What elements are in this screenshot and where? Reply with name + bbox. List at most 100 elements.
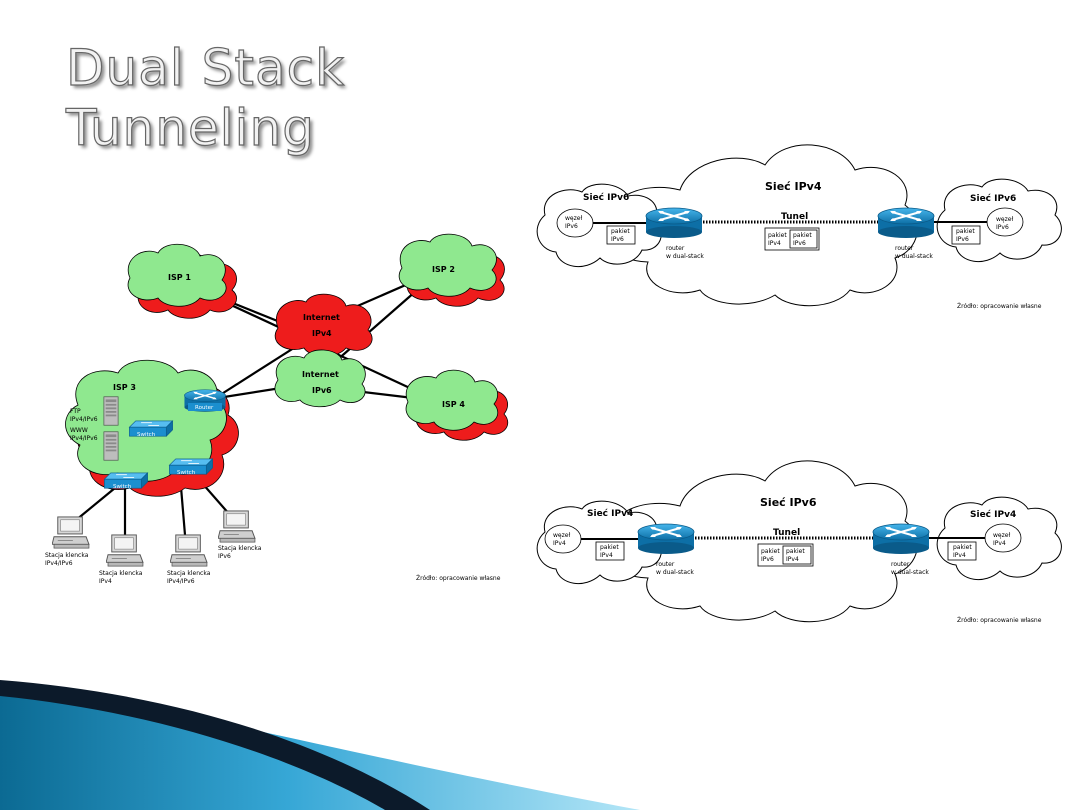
bottom-packet-left — [595, 541, 625, 561]
top-router-left-line1: router — [666, 245, 685, 252]
bottom-left-node-line2: IPv4 — [553, 540, 566, 547]
switch-1: Switch — [128, 420, 174, 438]
isp2-cloud: ISP 2 — [398, 233, 505, 307]
top-left-net-label: Sieć IPv6 — [583, 192, 629, 203]
slide-title: Dual Stack Tunneling — [65, 38, 346, 158]
router-label: Router — [195, 405, 214, 411]
top-left-node-line1: węzeł — [565, 215, 582, 222]
www-server-icon — [103, 431, 119, 461]
top-right-net-label: Sieć IPv6 — [970, 193, 1016, 204]
internet-ipv4-line1: Internet — [303, 313, 340, 322]
ftp-label-line1: FTP — [70, 408, 81, 415]
www-label-line2: IPv4/IPv6 — [70, 435, 98, 442]
bottom-left-router-icon — [637, 523, 695, 554]
client2-line1: Stacja klencka — [99, 570, 143, 577]
bottom-router-right-line1: router — [891, 561, 910, 568]
top-router-left-line2: w dual-stack — [666, 253, 704, 260]
client-pc-3-icon — [170, 534, 208, 567]
bottom-inner-packet-line2: IPv4 — [786, 556, 799, 563]
top-outer-packet-line2: IPv4 — [768, 240, 781, 247]
client2-line2: IPv4 — [99, 578, 112, 585]
switch-3: Switch — [103, 472, 149, 490]
top-outer-packet-line1: pakiet — [768, 232, 787, 239]
top-packet-right-line1: pakiet — [956, 228, 975, 235]
bottom-router-left-line1: router — [656, 561, 675, 568]
client3-line2: IPv4/IPv6 — [167, 578, 195, 585]
top-right-router-icon — [877, 207, 935, 238]
client4-line2: IPv6 — [218, 553, 231, 560]
top-right-node-line2: IPv6 — [996, 224, 1009, 231]
client-pc-1-icon — [52, 516, 90, 549]
client-pc-2-icon — [106, 534, 144, 567]
top-left-node-line2: IPv6 — [565, 223, 578, 230]
bottom-inner-packet — [782, 545, 812, 565]
internet-ipv6-cloud: Internet IPv6 — [274, 349, 366, 408]
tunnel-diagram-bottom: Sieć IPv6 Sieć IPv4 Sieć IPv4 węzeł IPv4… — [536, 460, 1062, 624]
top-packet-right — [951, 225, 981, 245]
ftp-server-icon — [103, 396, 119, 426]
client4-line1: Stacja klencka — [218, 545, 262, 552]
top-packet-left-line2: IPv6 — [611, 236, 624, 243]
isp4-cloud: ISP 4 — [405, 369, 509, 441]
client3-line1: Stacja klencka — [167, 570, 211, 577]
top-center-net-label: Sieć IPv4 — [765, 180, 822, 193]
top-inner-packet-line1: pakiet — [793, 232, 812, 239]
top-inner-packet-line2: IPv6 — [793, 240, 806, 247]
client1-line1: Stacja klencka — [45, 552, 89, 559]
switch-1-label: Switch — [137, 432, 156, 438]
isp1-label: ISP 1 — [168, 273, 191, 282]
bottom-packet-right-line1: pakiet — [953, 544, 972, 551]
internet-ipv6-line1: Internet — [302, 370, 339, 379]
topology-router: Router — [183, 388, 227, 412]
ftp-label-line2: IPv4/IPv6 — [70, 416, 98, 423]
bottom-outer-packet-line2: IPv6 — [761, 556, 774, 563]
isp1-cloud: ISP 1 — [127, 243, 237, 319]
bottom-packet-left-line1: pakiet — [600, 544, 619, 551]
internet-ipv6-line2: IPv6 — [312, 386, 332, 395]
bottom-right-router-icon — [872, 523, 930, 554]
top-packet-right-line2: IPv6 — [956, 236, 969, 243]
top-left-cloud — [536, 183, 662, 267]
title-line-1: Dual Stack — [65, 38, 346, 97]
topology-source: Źródło: opracowanie własne — [416, 574, 501, 582]
isp4-label: ISP 4 — [442, 400, 465, 409]
bottom-left-node-line1: węzeł — [553, 532, 570, 539]
bottom-packet-left-line2: IPv4 — [600, 552, 613, 559]
bottom-center-net-label: Sieć IPv6 — [760, 496, 817, 509]
top-router-right-line2: w dual-stack — [895, 253, 933, 260]
bottom-left-node — [544, 524, 582, 554]
bottom-left-net-label: Sieć IPv4 — [587, 508, 633, 519]
top-tunnel-label: Tunel — [781, 212, 808, 222]
bottom-center-cloud — [607, 460, 918, 623]
top-packet-left — [606, 225, 636, 245]
top-router-right-line1: router — [895, 245, 914, 252]
switch-2: Switch — [168, 458, 214, 476]
isp2-label: ISP 2 — [432, 265, 455, 274]
www-label-line1: WWW — [70, 427, 88, 434]
bottom-outer-packet-line1: pakiet — [761, 548, 780, 555]
isp3-label: ISP 3 — [113, 383, 136, 392]
top-packet-left-line1: pakiet — [611, 228, 630, 235]
switch-2-label: Switch — [177, 470, 196, 476]
bottom-router-right-line2: w dual-stack — [891, 569, 929, 576]
bottom-packet-right-line2: IPv4 — [953, 552, 966, 559]
top-source: Źródło: opracowanie własne — [957, 302, 1042, 310]
tunnel-diagram-top: Sieć IPv4 Sieć IPv6 Sieć IPv6 węzeł IPv6… — [536, 144, 1062, 310]
top-left-router-icon — [645, 207, 703, 238]
bottom-router-left-line2: w dual-stack — [656, 569, 694, 576]
decorative-swoosh — [0, 680, 640, 810]
top-center-cloud — [607, 144, 918, 307]
client1-line2: IPv4/IPv6 — [45, 560, 73, 567]
bottom-right-net-label: Sieć IPv4 — [970, 509, 1016, 520]
network-topology: ISP 1 ISP 2 Internet IPv4 Internet IPv6 … — [45, 233, 509, 585]
top-right-node-line1: węzeł — [996, 216, 1013, 223]
internet-ipv4-line2: IPv4 — [312, 329, 332, 338]
bottom-source: Źródło: opracowanie własne — [957, 616, 1042, 624]
bottom-packet-right — [947, 541, 977, 561]
internet-ipv4-cloud: Internet IPv4 — [274, 293, 373, 357]
bottom-right-node-line1: węzeł — [993, 532, 1010, 539]
client-pc-4-icon — [218, 510, 256, 543]
bottom-right-node-line2: IPv4 — [993, 540, 1006, 547]
switch-3-label: Switch — [113, 484, 132, 490]
